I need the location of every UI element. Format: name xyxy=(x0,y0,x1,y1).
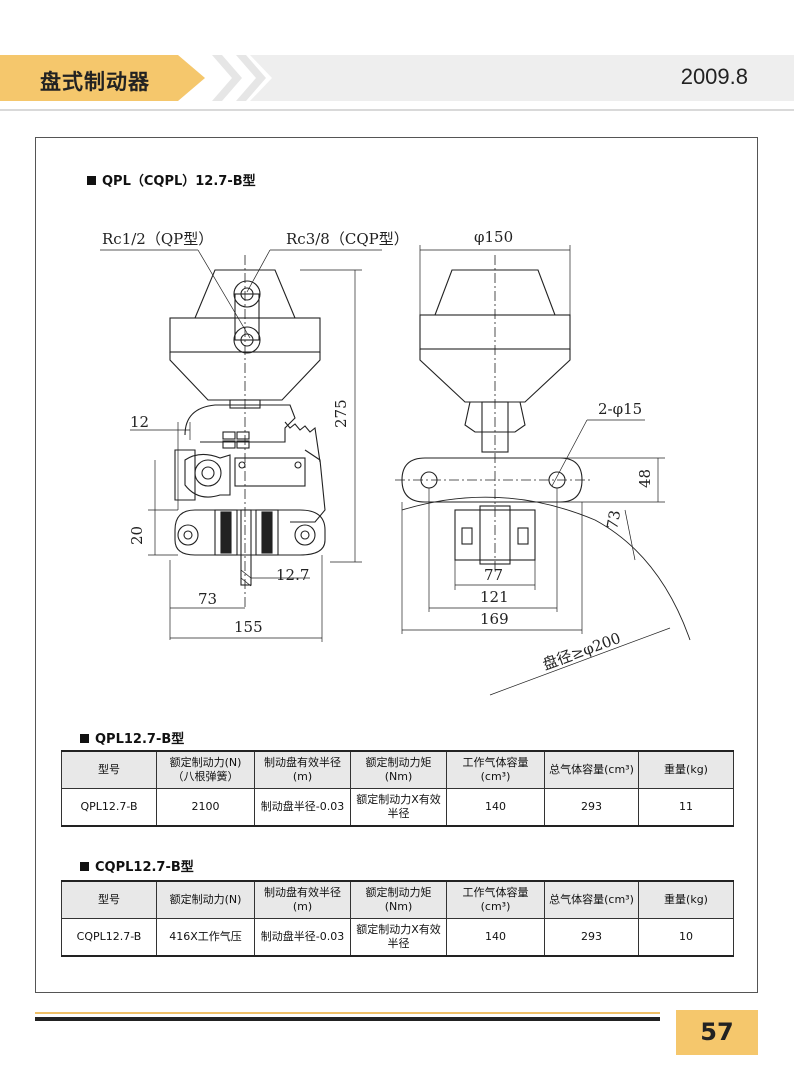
table-header-row: 型号 额定制动力(N) 制动盘有效半径(m) 额定制动力矩(Nm) 工作气体容量… xyxy=(61,880,734,919)
label-disc-diameter: 盘径≥φ200 xyxy=(540,629,623,674)
table-row: CQPL12.7-B 416X工作气压 制动盘半径-0.03 额定制动力X有效半… xyxy=(61,918,734,957)
header-cell: 型号 xyxy=(61,750,157,789)
side-view xyxy=(395,255,691,641)
cell: 140 xyxy=(446,788,545,827)
front-dimensions xyxy=(100,249,382,642)
cell: 2100 xyxy=(156,788,255,827)
label-2-phi15: 2-φ15 xyxy=(598,400,642,418)
header-cell: 制动盘有效半径(m) xyxy=(254,880,351,919)
label-12-7: 12.7 xyxy=(276,566,309,584)
cell: 10 xyxy=(638,918,734,957)
label-169: 169 xyxy=(480,610,509,628)
section-title-main: QPL（CQPL）12.7-B型 xyxy=(87,170,256,189)
technical-drawing: Rc1/2（QP型） Rc3/8（CQP型） 12 20 275 12.7 73… xyxy=(100,228,691,696)
cell: 293 xyxy=(544,788,639,827)
label-121: 121 xyxy=(480,588,509,606)
header-cell: 重量(kg) xyxy=(638,750,734,789)
footer-rule xyxy=(35,1012,660,1021)
header-cell: 总气体容量(cm³) xyxy=(544,880,639,919)
cell: 140 xyxy=(446,918,545,957)
table-row: QPL12.7-B 2100 制动盘半径-0.03 额定制动力X有效半径 140… xyxy=(61,788,734,827)
issue-date: 2009.8 xyxy=(680,64,748,89)
spec-table-qpl: 型号 额定制动力(N)（八根弹簧） 制动盘有效半径(m) 额定制动力矩(Nm) … xyxy=(61,750,734,827)
bullet-square-icon xyxy=(80,862,89,871)
table1-title-text: QPL12.7-B型 xyxy=(95,732,185,747)
page-number: 57 xyxy=(676,1010,758,1055)
table-header-row: 型号 额定制动力(N)（八根弹簧） 制动盘有效半径(m) 额定制动力矩(Nm) … xyxy=(61,750,734,789)
cell: 293 xyxy=(544,918,639,957)
section-title-table2: CQPL12.7-B型 xyxy=(80,856,194,875)
label-73-side: 73 xyxy=(603,509,624,531)
dimension-labels: Rc1/2（QP型） Rc3/8（CQP型） 12 20 275 12.7 73… xyxy=(102,228,654,674)
footer-rule-accent xyxy=(35,1012,660,1014)
label-rc12: Rc1/2（QP型） xyxy=(102,230,213,248)
section-title-text: QPL（CQPL）12.7-B型 xyxy=(102,174,256,189)
header-cell: 总气体容量(cm³) xyxy=(544,750,639,789)
cell: 制动盘半径-0.03 xyxy=(254,918,351,957)
chevron-decoration xyxy=(212,55,242,101)
header-cell: 重量(kg) xyxy=(638,880,734,919)
table2-title-text: CQPL12.7-B型 xyxy=(95,860,194,875)
header-cell: 制动盘有效半径(m) xyxy=(254,750,351,789)
label-275: 275 xyxy=(332,399,350,428)
page-title: 盘式制动器 xyxy=(40,70,150,94)
header-tab xyxy=(0,55,205,101)
cell: 额定制动力X有效半径 xyxy=(350,788,447,827)
cell: 额定制动力X有效半径 xyxy=(350,918,447,957)
footer-rule-dark xyxy=(35,1017,660,1021)
content-frame xyxy=(35,137,758,993)
header-cell: 型号 xyxy=(61,880,157,919)
cell: 416X工作气压 xyxy=(156,918,255,957)
header-cell: 额定制动力矩(Nm) xyxy=(350,750,447,789)
header-divider xyxy=(0,109,794,111)
section-title-table1: QPL12.7-B型 xyxy=(80,728,184,747)
header-cell: 工作气体容量(cm³) xyxy=(446,750,545,789)
cell: 制动盘半径-0.03 xyxy=(254,788,351,827)
label-155: 155 xyxy=(234,618,263,636)
label-48: 48 xyxy=(636,469,654,488)
header-cell: 工作气体容量(cm³) xyxy=(446,880,545,919)
header-cell: 额定制动力(N)（八根弹簧） xyxy=(156,750,255,789)
front-view xyxy=(169,255,326,610)
header-cell: 额定制动力(N) xyxy=(156,880,255,919)
cell: 11 xyxy=(638,788,734,827)
bullet-square-icon xyxy=(80,734,89,743)
label-20: 20 xyxy=(128,526,146,545)
spec-table-cqpl: 型号 额定制动力(N) 制动盘有效半径(m) 额定制动力矩(Nm) 工作气体容量… xyxy=(61,880,734,957)
header-cell: 额定制动力矩(Nm) xyxy=(350,880,447,919)
header-band xyxy=(250,55,794,101)
label-73-front: 73 xyxy=(198,590,217,608)
bullet-square-icon xyxy=(87,176,96,185)
label-12: 12 xyxy=(130,413,149,431)
label-rc38: Rc3/8（CQP型） xyxy=(286,230,409,248)
side-dimensions xyxy=(401,245,671,696)
label-77: 77 xyxy=(484,566,503,584)
label-phi150: φ150 xyxy=(474,228,513,246)
cell: CQPL12.7-B xyxy=(61,918,157,957)
cell: QPL12.7-B xyxy=(61,788,157,827)
